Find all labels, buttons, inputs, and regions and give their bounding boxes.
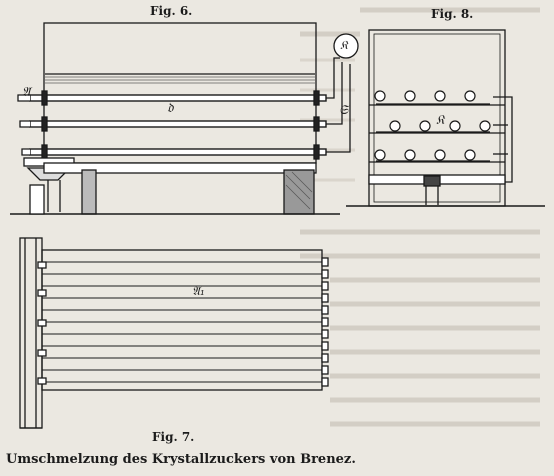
fig8-title: Fig. 8. — [431, 7, 474, 21]
fig6-label-s: 𝔖 — [339, 103, 349, 118]
fig7-label-a1: 𝔄₁ — [192, 284, 205, 298]
fig8-label-k: 𝔎 — [436, 113, 445, 128]
fig7-title: Fig. 7. — [152, 430, 195, 444]
fig6-title: Fig. 6. — [150, 4, 193, 18]
fig6-label-d: 𝔡 — [167, 100, 174, 116]
fig6-label-k: 𝔎 — [340, 38, 348, 52]
fig6-label-a: 𝔄 — [22, 85, 31, 100]
figure-caption: Umschmelzung des Krystallzuckers von Bre… — [6, 452, 356, 467]
